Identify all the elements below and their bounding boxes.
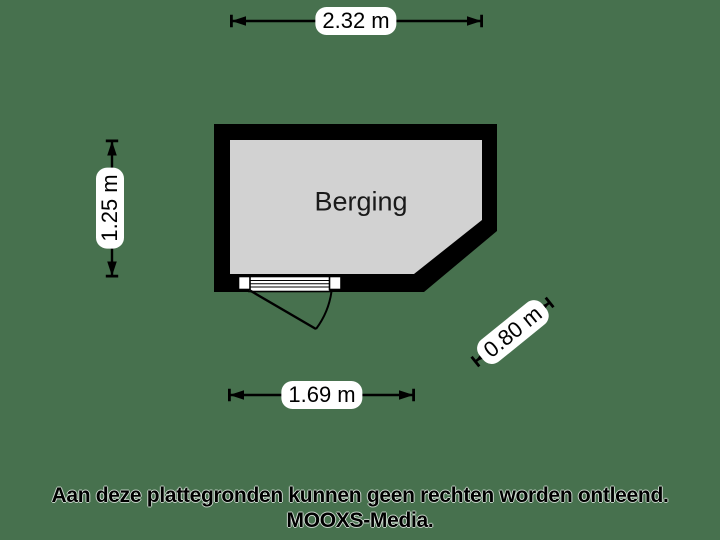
dimension-label-bottom: 1.69 m: [281, 381, 363, 409]
room-floor: [230, 140, 482, 274]
dimension-label-top: 2.32 m: [315, 7, 397, 35]
door-jamb-left: [237, 275, 251, 291]
door-jamb-right: [328, 275, 342, 291]
door-swing-arc: [315, 291, 333, 330]
footer: Aan deze plattegronden kunnen geen recht…: [0, 483, 720, 533]
dimension-label-left: 1.25 m: [96, 167, 124, 249]
footer-credit: MOOXS-Media.: [286, 509, 434, 532]
room-label: Berging: [314, 186, 408, 217]
door-leaf: [249, 289, 317, 331]
footer-disclaimer: Aan deze plattegronden kunnen geen recht…: [51, 484, 669, 507]
